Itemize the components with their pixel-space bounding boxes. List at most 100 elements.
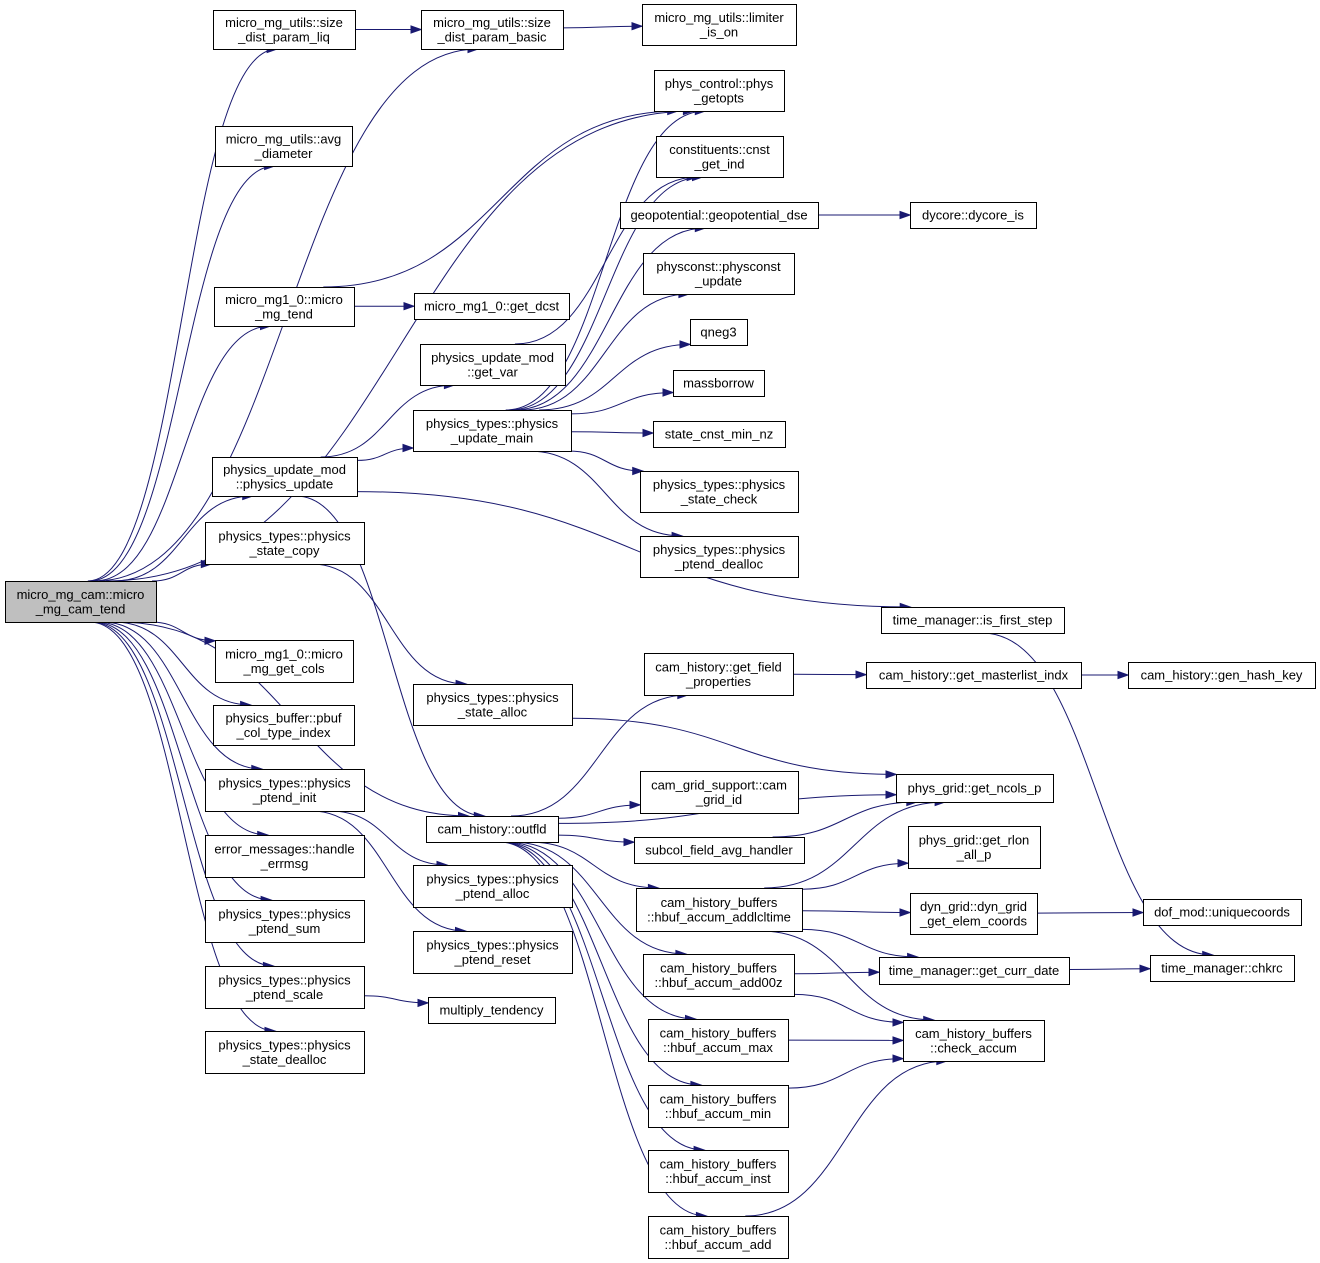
node-pscopy[interactable]: physics_types::physics_state_copy	[205, 522, 365, 565]
node-gv[interactable]: physics_update_mod::get_var	[420, 344, 566, 386]
node-tchk[interactable]: time_manager::chkrc	[1150, 955, 1295, 982]
arrowhead-hmin-chca	[892, 1054, 905, 1063]
edge-pum-pcu	[521, 293, 689, 411]
node-box	[648, 1150, 789, 1193]
node-pcu[interactable]: physconst::physconst_update	[643, 253, 795, 295]
node-pu[interactable]: physics_update_mod::physics_update	[212, 457, 358, 497]
node-pgn[interactable]: phys_grid::get_ncols_p	[896, 774, 1054, 803]
node-hadd[interactable]: cam_history_buffers::hbuf_accum_add	[648, 1216, 789, 1259]
node-mmt[interactable]: micro_mg1_0::micro_mg_tend	[214, 287, 355, 327]
node-chghk[interactable]: cam_history::gen_hash_key	[1128, 662, 1316, 689]
node-mt[interactable]: multiply_tendency	[428, 997, 556, 1024]
edge-root-pu	[113, 495, 253, 582]
node-ha00[interactable]: cam_history_buffers::hbuf_accum_add00z	[643, 954, 795, 997]
node-box	[643, 954, 795, 997]
node-label-line: qneg3	[700, 325, 736, 340]
node-cgsg[interactable]: cam_grid_support::cam_grid_id	[640, 771, 799, 814]
node-pts[interactable]: physics_types::physics_ptend_sum	[205, 900, 365, 943]
node-pgrl[interactable]: phys_grid::get_rlon_all_p	[908, 826, 1041, 869]
edge-hadd-chca	[745, 1060, 947, 1217]
edge-hal-pgrl	[801, 862, 909, 890]
arrowhead-tgcd-tchk	[1139, 964, 1152, 973]
node-root[interactable]: micro_mg_cam::micro_mg_cam_tend	[5, 581, 157, 623]
node-box	[5, 581, 157, 623]
arrowhead-chgmi-chghk	[1117, 670, 1130, 680]
node-mgc[interactable]: micro_mg1_0::micro_mg_get_cols	[215, 640, 354, 683]
node-lim[interactable]: micro_mg_utils::limiter_is_on	[642, 4, 797, 46]
edge-dgec-duc	[1036, 912, 1144, 914]
node-psa[interactable]: physics_types::physics_state_alloc	[413, 684, 573, 726]
edge-pum-qn3	[539, 343, 691, 411]
node-label-line: _ptend_reset	[454, 952, 531, 967]
arrowhead-of-cgsg	[629, 800, 642, 810]
node-box	[903, 1020, 1045, 1062]
node-label-line: constituents::cnst	[669, 142, 770, 157]
arrowhead-pum-psc	[632, 466, 645, 476]
edge-of-ha00	[512, 841, 686, 955]
node-ptsc[interactable]: physics_types::physics_ptend_scale	[205, 966, 365, 1009]
node-pta[interactable]: physics_types::physics_ptend_alloc	[413, 865, 573, 908]
node-box	[413, 865, 573, 908]
node-label-line: _update	[694, 273, 742, 288]
node-box	[205, 900, 365, 943]
node-box	[690, 319, 748, 346]
edge-of-sfah	[557, 834, 635, 843]
node-box	[640, 471, 799, 513]
node-box	[640, 771, 799, 814]
node-sfah[interactable]: subcol_field_avg_handler	[634, 837, 805, 864]
node-label-line: physics_types::physics	[426, 690, 559, 705]
node-pum[interactable]: physics_types::physics_update_main	[413, 410, 572, 452]
edge-hal-tgcd	[801, 928, 918, 958]
edge-pti-pta	[329, 810, 448, 866]
node-emh[interactable]: error_messages::handle_errmsg	[205, 835, 365, 878]
node-label-line: dycore::dycore_is	[922, 208, 1024, 223]
node-dgec[interactable]: dyn_grid::dyn_grid_get_elem_coords	[910, 893, 1038, 935]
node-chgfp[interactable]: cam_history::get_field_properties	[644, 653, 794, 696]
node-cgi[interactable]: constituents::cnst_get_ind	[656, 136, 784, 178]
node-mb[interactable]: massborrow	[673, 370, 765, 397]
arrowhead-pum-mb	[662, 388, 675, 397]
node-of[interactable]: cam_history::outfld	[426, 816, 559, 843]
edge-hal-pgn	[764, 801, 946, 889]
node-label-line: physconst::physconst	[656, 259, 781, 274]
node-label-line: micro_mg_cam::micro	[17, 587, 145, 602]
node-avgd[interactable]: micro_mg_utils::avg_diameter	[215, 126, 353, 167]
node-hmin[interactable]: cam_history_buffers::hbuf_accum_min	[648, 1085, 789, 1128]
node-box	[426, 816, 559, 843]
node-ptd[interactable]: physics_types::physics_ptend_dealloc	[640, 536, 799, 578]
node-psd[interactable]: physics_types::physics_state_dealloc	[205, 1031, 365, 1074]
node-dyc[interactable]: dycore::dycore_is	[910, 202, 1037, 229]
node-box	[413, 410, 572, 452]
edge-root-emh	[96, 621, 268, 836]
node-box	[413, 931, 573, 974]
node-pbct[interactable]: physics_buffer::pbuf_col_type_index	[213, 705, 355, 746]
node-chca[interactable]: cam_history_buffers::check_accum	[903, 1020, 1045, 1062]
node-psc[interactable]: physics_types::physics_state_check	[640, 471, 799, 513]
node-label-line: micro_mg_utils::limiter	[654, 10, 784, 25]
node-label-line: physics_types::physics	[653, 542, 786, 557]
node-hmax[interactable]: cam_history_buffers::hbuf_accum_max	[648, 1019, 789, 1062]
node-duc[interactable]: dof_mod::uniquecoords	[1143, 899, 1302, 926]
node-label-line: state_cnst_min_nz	[665, 427, 773, 442]
node-box	[866, 662, 1082, 689]
node-pgo[interactable]: phys_control::phys_getopts	[654, 70, 785, 112]
node-ifs[interactable]: time_manager::is_first_step	[881, 607, 1065, 634]
node-sdpb[interactable]: micro_mg_utils::size_dist_param_basic	[421, 10, 564, 50]
node-ptr[interactable]: physics_types::physics_ptend_reset	[413, 931, 573, 974]
node-sdpl[interactable]: micro_mg_utils::size_dist_param_liq	[213, 10, 356, 50]
node-gdc[interactable]: micro_mg1_0::get_dcst	[414, 293, 570, 320]
node-qn3[interactable]: qneg3	[690, 319, 748, 346]
node-chgmi[interactable]: cam_history::get_masterlist_indx	[866, 662, 1082, 689]
node-label-line: _ptend_init	[252, 790, 317, 805]
node-label-line: micro_mg_utils::size	[225, 15, 343, 30]
node-geo[interactable]: geopotential::geopotential_dse	[620, 202, 819, 229]
edge-hal-chca	[760, 930, 934, 1021]
node-pti[interactable]: physics_types::physics_ptend_init	[205, 769, 365, 812]
node-hal[interactable]: cam_history_buffers::hbuf_accum_addlclti…	[636, 888, 803, 932]
node-tgcd[interactable]: time_manager::get_curr_date	[879, 957, 1070, 985]
arrowhead-hmax-chca	[892, 1036, 905, 1045]
node-label-line: multiply_tendency	[439, 1003, 544, 1018]
node-scm[interactable]: state_cnst_min_nz	[653, 421, 786, 448]
node-hins[interactable]: cam_history_buffers::hbuf_accum_inst	[648, 1150, 789, 1193]
arrowhead-ha00-tgcd	[868, 967, 881, 977]
